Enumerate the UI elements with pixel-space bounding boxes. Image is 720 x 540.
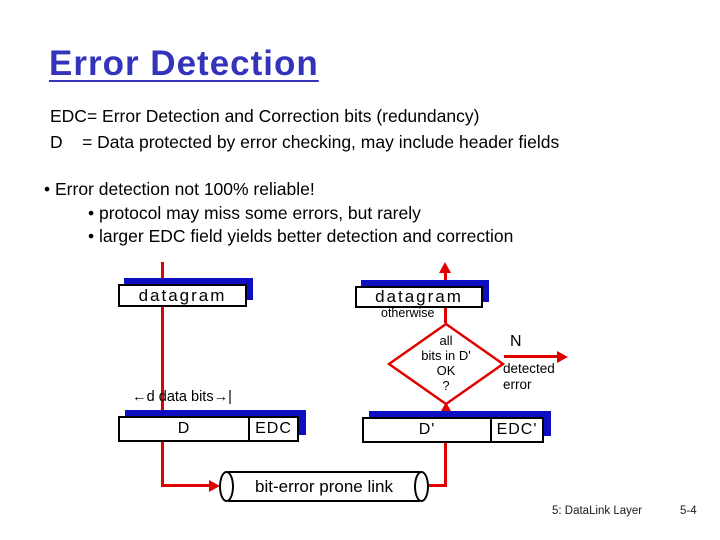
decision-diamond bbox=[387, 322, 505, 406]
flow-arrowhead-up-datagram bbox=[439, 262, 451, 273]
definition-d: D = Data protected by error checking, ma… bbox=[50, 132, 560, 152]
otherwise-label: otherwise bbox=[381, 306, 435, 320]
sender-data-field: D bbox=[177, 420, 191, 437]
flow-line-receiver-bottom bbox=[444, 442, 447, 487]
sender-datagram-box: datagram bbox=[118, 284, 247, 307]
detected-error-line: error bbox=[503, 377, 532, 392]
d-data-bits-label: ←d data bits→| bbox=[132, 389, 232, 405]
bullet-sub-2: • larger EDC field yields better detecti… bbox=[88, 226, 514, 246]
link-rim-left bbox=[219, 471, 234, 502]
flow-line-link-horizontal bbox=[424, 484, 447, 487]
footer-page-number: 5-4 bbox=[680, 505, 697, 517]
n-branch-label: N bbox=[510, 333, 522, 350]
detected-error-label: detected error bbox=[503, 361, 555, 393]
flow-line-sender-horizontal bbox=[161, 484, 210, 487]
link-label: bit-error prone link bbox=[255, 476, 393, 496]
bullet-sub-1: • protocol may miss some errors, but rar… bbox=[88, 203, 421, 223]
decision-line: OK bbox=[436, 363, 456, 378]
link-rim-right bbox=[414, 471, 429, 502]
decision-diamond-text: all bits in D' OK ? bbox=[387, 333, 505, 393]
flow-arrowhead-n bbox=[557, 351, 568, 363]
flow-line-sender-vertical bbox=[161, 262, 164, 487]
receiver-datagram-box: datagram bbox=[355, 286, 483, 308]
receiver-edc-field: EDC' bbox=[490, 419, 542, 441]
definition-edc: EDC= Error Detection and Correction bits… bbox=[50, 106, 480, 126]
decision-line: ? bbox=[442, 378, 450, 393]
flow-line-n bbox=[504, 355, 558, 358]
detected-error-line: detected bbox=[503, 361, 555, 376]
sender-frame-box: D EDC bbox=[118, 416, 299, 442]
decision-line: bits in D' bbox=[421, 348, 471, 363]
bit-error-link-pill: bit-error prone link bbox=[219, 471, 429, 502]
slide-title: Error Detection bbox=[49, 44, 319, 83]
link-tube bbox=[228, 471, 420, 502]
bullet-main: • Error detection not 100% reliable! bbox=[44, 179, 315, 199]
receiver-data-field: D' bbox=[418, 421, 436, 438]
receiver-frame-box: D' EDC' bbox=[362, 417, 544, 443]
sender-datagram-label: datagram bbox=[138, 285, 227, 305]
flow-arrowhead-into-decision bbox=[440, 402, 452, 413]
sender-edc-field: EDC bbox=[248, 418, 297, 440]
flow-arrowhead-into-link bbox=[209, 480, 220, 492]
receiver-datagram-label: datagram bbox=[375, 287, 463, 306]
footer-section: 5: DataLink Layer bbox=[552, 505, 643, 517]
decision-line: all bbox=[439, 333, 453, 348]
